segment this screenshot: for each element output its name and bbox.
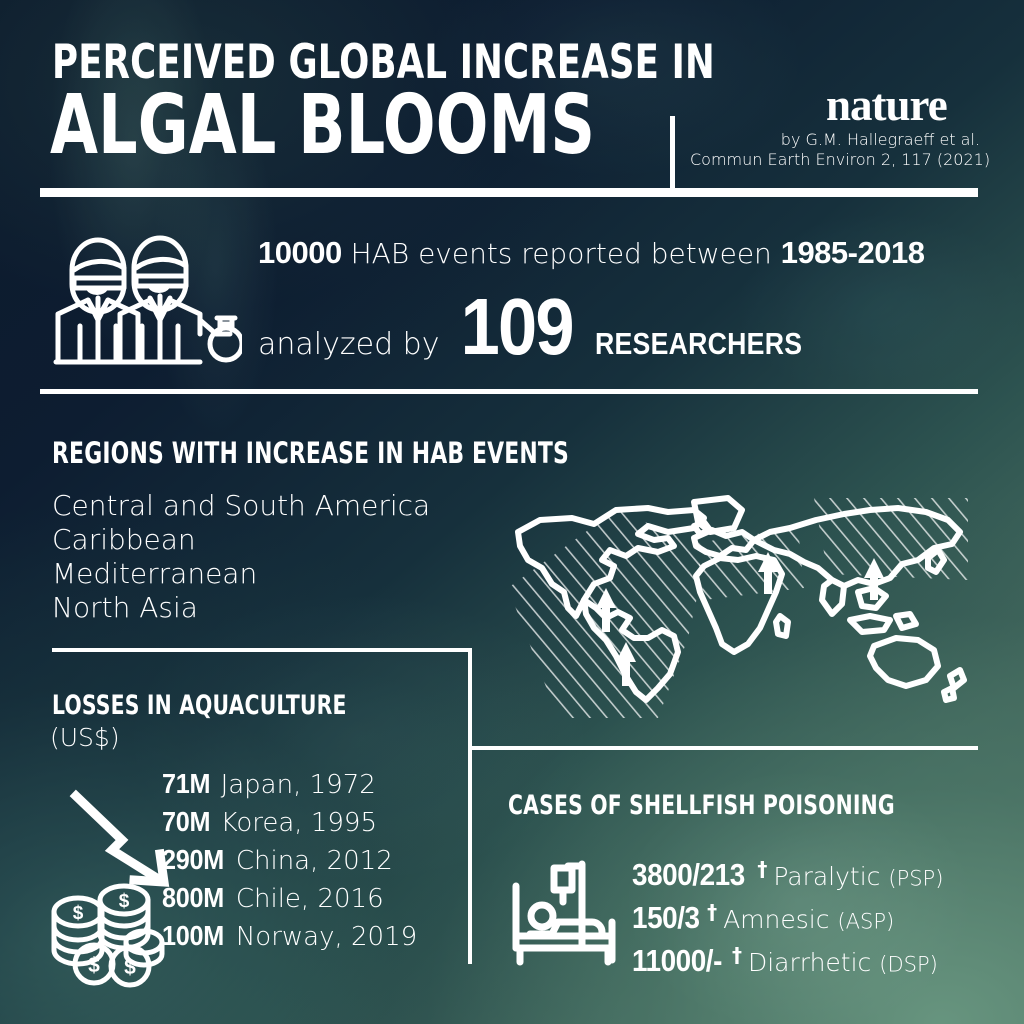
dagger-footnote-marker: †: [757, 857, 768, 881]
loss-amount: 290M: [162, 844, 224, 875]
stat-researchers-count: 109: [461, 282, 575, 371]
loss-amount: 70M: [162, 806, 211, 837]
svg-text:$: $: [88, 954, 100, 977]
loss-place: Korea, 1995: [220, 808, 377, 838]
loss-amount: 71M: [162, 768, 211, 799]
list-item: 150/3 †Amnesic (ASP): [632, 891, 943, 935]
svg-text:$: $: [119, 891, 130, 912]
list-item: 71M Japan, 1972: [162, 765, 417, 803]
shellfish-count: 150/3: [632, 900, 700, 936]
header-horizontal-rule: [40, 188, 978, 197]
loss-place: China, 2012: [235, 846, 393, 876]
list-item: Central and South America: [52, 489, 431, 522]
losses-list: 71M Japan, 1972 70M Korea, 1995 290M China,…: [162, 765, 417, 955]
hospital-bed-icon: [506, 858, 624, 968]
list-item: Caribbean: [52, 523, 196, 556]
citation-journal: Commun Earth Environ 2, 117 (2021): [690, 150, 991, 169]
list-item: 11000/- †Diarrhetic (DSP): [632, 934, 943, 978]
list-item: North Asia: [52, 591, 198, 624]
shellfish-heading: CASES OF SHELLFISH POISONING: [508, 790, 895, 821]
stats-band-rule: [40, 389, 978, 394]
regions-list: Central and South America Caribbean Medi…: [52, 489, 430, 625]
stat-researchers-label: RESEARCHERS: [594, 326, 803, 361]
scientists-icon: [50, 226, 242, 366]
loss-place: Norway, 2019: [235, 922, 418, 952]
coins-icon: $ $ $ $: [48, 880, 170, 988]
stat-events-count: 10000: [258, 235, 342, 270]
shellfish-count: 3800/213: [632, 857, 745, 893]
regions-heading: REGIONS WITH INCREASE IN HAB EVENTS: [52, 436, 569, 470]
svg-text:$: $: [124, 956, 136, 979]
nature-logo: nature: [826, 80, 948, 130]
shellfish-name: Paralytic: [773, 862, 881, 892]
dagger-footnote-marker: †: [731, 943, 742, 967]
citation-authors: by G.M. Hallegraeff et al.: [780, 130, 980, 149]
shellfish-name: Diarrhetic: [747, 948, 872, 978]
losses-currency-unit: (US$): [50, 723, 120, 752]
stat-analyzed-by-label: analyzed by: [258, 327, 440, 362]
shellfish-top-rule: [470, 746, 978, 750]
loss-amount: 800M: [162, 882, 224, 913]
world-map-icon: [498, 488, 988, 718]
losses-top-rule: [52, 648, 472, 652]
down-arrow-icon: [68, 788, 178, 898]
list-item: 70M Korea, 1995: [162, 803, 417, 841]
list-item: Mediterranean: [52, 557, 258, 590]
stat-events-years: 1985-2018: [780, 235, 925, 270]
shellfish-abbr: (DSP): [879, 952, 938, 977]
losses-heading: LOSSES IN AQUACULTURE: [52, 690, 347, 721]
loss-amount: 100M: [162, 920, 224, 951]
shellfish-list: 3800/213†Paralytic (PSP) 150/3†Amnesic (…: [632, 848, 944, 978]
header-vertical-divider: [670, 116, 675, 190]
shellfish-abbr: (PSP): [888, 866, 944, 891]
svg-text:$: $: [73, 903, 84, 924]
shellfish-abbr: (ASP): [837, 909, 895, 934]
stat-researchers-line: analyzed by 109 RESEARCHERS: [258, 282, 836, 380]
loss-place: Chile, 2016: [235, 884, 384, 914]
list-item: 100M Norway, 2019: [162, 917, 417, 955]
page-title-line-1: PERCEIVED GLOBAL INCREASE IN: [52, 35, 715, 90]
list-item: 3800/213 †Paralytic (PSP): [632, 848, 944, 892]
stat-events-line: 10000 HAB events reported between 1985-2…: [258, 235, 925, 271]
page-title-line-2: ALGAL BLOOMS: [50, 78, 596, 173]
stat-events-text: HAB events reported between: [341, 237, 781, 270]
loss-place: Japan, 1972: [220, 770, 376, 800]
list-item: 290M China, 2012: [162, 841, 417, 879]
shellfish-count: 11000/-: [632, 943, 722, 979]
list-item: 800M Chile, 2016: [162, 879, 417, 917]
dagger-footnote-marker: †: [707, 900, 718, 924]
shellfish-name: Amnesic: [723, 905, 830, 935]
map-increase-arrows: [596, 552, 884, 686]
losses-vertical-divider: [468, 648, 472, 964]
